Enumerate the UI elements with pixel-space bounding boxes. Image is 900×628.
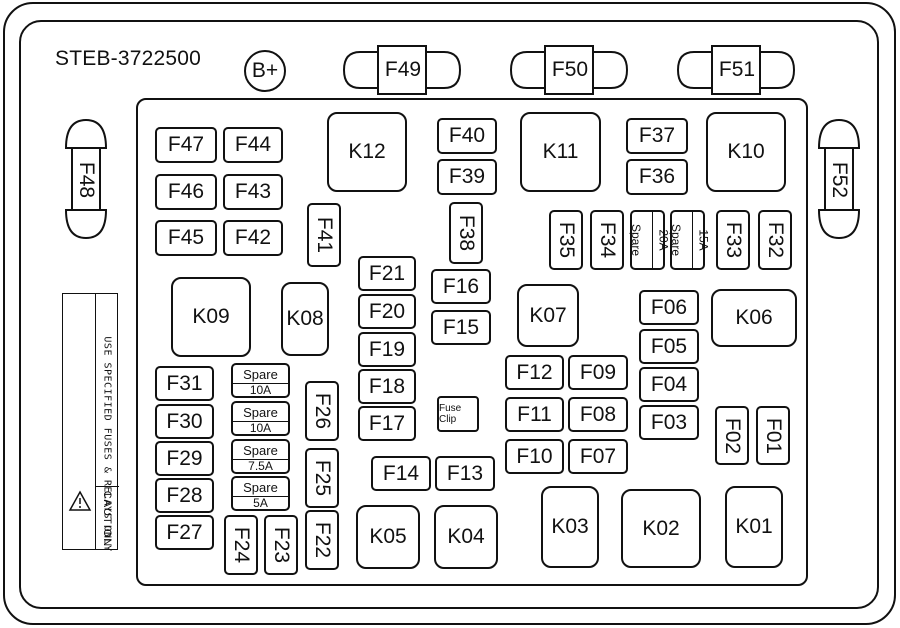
fuse-f44[interactable]: F44	[223, 127, 283, 163]
fuse-f41[interactable]: F41	[307, 203, 341, 267]
fuse-f15[interactable]: F15	[431, 310, 491, 345]
fuse-f48[interactable]: F48	[75, 161, 98, 199]
fuse-f36[interactable]: F36	[626, 159, 688, 195]
fuse-f47[interactable]: F47	[155, 127, 217, 163]
fuse-f06[interactable]: F06	[639, 290, 699, 325]
fuse-f31[interactable]: F31	[155, 366, 214, 401]
fuse-f39[interactable]: F39	[437, 159, 497, 195]
relay-k03[interactable]: K03	[541, 486, 599, 568]
fuse-f05[interactable]: F05	[639, 329, 699, 364]
spare-rating: 5A	[233, 496, 288, 510]
fuse-f23[interactable]: F23	[264, 515, 298, 575]
fuse-f22[interactable]: F22	[305, 510, 339, 570]
caution-label: USE SPECIFIED FUSES & RELAYS ONLY CAUTIO…	[62, 293, 119, 552]
spare-fuse-15a[interactable]: Spare 15A	[669, 210, 711, 270]
fuse-f37[interactable]: F37	[626, 118, 688, 154]
spare-fuse-10a-1[interactable]: Spare 10A	[231, 363, 290, 398]
spare-fuse-20a-label: Spare	[629, 223, 644, 257]
fuse-f34[interactable]: F34	[590, 210, 624, 270]
relay-k04[interactable]: K04	[434, 505, 498, 569]
fuse-f50-housing	[509, 45, 629, 95]
fuse-f51[interactable]: F51	[718, 58, 756, 81]
spare-label: Spare	[243, 404, 278, 420]
relay-k11[interactable]: K11	[520, 112, 601, 192]
fuse-f14[interactable]: F14	[371, 456, 431, 491]
fuse-f28[interactable]: F28	[155, 478, 214, 513]
fuse-f09[interactable]: F09	[568, 355, 628, 390]
fuse-f30[interactable]: F30	[155, 404, 214, 439]
spare-label: Spare	[243, 479, 278, 495]
relay-k09[interactable]: K09	[171, 277, 251, 357]
fuse-f25[interactable]: F25	[305, 448, 339, 508]
inner-frame	[19, 20, 879, 609]
fuse-f35[interactable]: F35	[549, 210, 583, 270]
fuse-f40[interactable]: F40	[437, 118, 497, 154]
relay-k01[interactable]: K01	[725, 486, 783, 568]
spare-fuse-15a-label: Spare	[669, 223, 684, 257]
fuse-f49[interactable]: F49	[384, 58, 422, 81]
spare-rating: 10A	[233, 383, 288, 397]
relay-k07[interactable]: K07	[517, 284, 579, 347]
part-code: STEB-3722500	[55, 47, 201, 70]
b-plus-terminal: B+	[244, 50, 286, 92]
relay-k08[interactable]: K08	[281, 282, 329, 356]
fuse-f52[interactable]: F52	[828, 161, 851, 199]
spare-rating: 7.5A	[233, 459, 288, 473]
relay-k02[interactable]: K02	[621, 489, 701, 568]
fuse-f20[interactable]: F20	[358, 294, 416, 329]
fuse-f51-housing	[676, 45, 796, 95]
fuse-f03[interactable]: F03	[639, 405, 699, 440]
fuse-f16[interactable]: F16	[431, 269, 491, 304]
spare-fuse-5a[interactable]: Spare 5A	[231, 476, 290, 511]
relay-k05[interactable]: K05	[356, 505, 420, 569]
spare-rating: 10A	[233, 421, 288, 435]
fuse-f17[interactable]: F17	[358, 406, 416, 441]
fuse-f13[interactable]: F13	[435, 456, 495, 491]
relay-k10[interactable]: K10	[706, 112, 786, 192]
fuse-f07[interactable]: F07	[568, 439, 628, 474]
fuse-f08[interactable]: F08	[568, 397, 628, 432]
fuse-f43[interactable]: F43	[223, 174, 283, 210]
fuse-f45[interactable]: F45	[155, 220, 217, 256]
fuse-f18[interactable]: F18	[358, 369, 416, 404]
fuse-f33[interactable]: F33	[716, 210, 750, 270]
fuse-f11[interactable]: F11	[505, 397, 564, 432]
fuse-f48-housing	[64, 118, 108, 240]
spare-fuse-15a-rating: 15A	[697, 229, 712, 251]
fuse-f27[interactable]: F27	[155, 515, 214, 550]
fuse-f01[interactable]: F01	[756, 406, 790, 465]
fuse-f19[interactable]: F19	[358, 332, 416, 367]
fuse-f32[interactable]: F32	[758, 210, 792, 270]
outer-frame	[3, 2, 896, 625]
caution-title: CAUTION	[101, 490, 113, 548]
fuse-f38[interactable]: F38	[449, 202, 483, 264]
fuse-f46[interactable]: F46	[155, 174, 217, 210]
fuse-f52-housing	[817, 118, 861, 240]
spare-fuse-20a[interactable]: Spare 20A	[629, 210, 671, 270]
fuse-f02[interactable]: F02	[715, 406, 749, 465]
fuse-f26[interactable]: F26	[305, 381, 339, 441]
warning-icon	[68, 490, 92, 511]
fuse-f12[interactable]: F12	[505, 355, 564, 390]
spare-label: Spare	[243, 442, 278, 458]
spare-fuse-7-5a[interactable]: Spare 7.5A	[231, 439, 290, 474]
fuse-f42[interactable]: F42	[223, 220, 283, 256]
fuse-f24[interactable]: F24	[224, 515, 258, 575]
fuse-f21[interactable]: F21	[358, 256, 416, 291]
fuse-f04[interactable]: F04	[639, 367, 699, 402]
relay-k06[interactable]: K06	[711, 289, 797, 347]
fuse-f29[interactable]: F29	[155, 441, 214, 476]
fuse-f49-housing	[342, 45, 462, 95]
fuse-clip[interactable]: Fuse Clip	[437, 396, 479, 432]
relay-k12[interactable]: K12	[327, 112, 407, 192]
spare-fuse-10a-2[interactable]: Spare 10A	[231, 401, 290, 436]
spare-label: Spare	[243, 366, 278, 382]
fuse-f50[interactable]: F50	[551, 58, 589, 81]
fuse-f10[interactable]: F10	[505, 439, 564, 474]
